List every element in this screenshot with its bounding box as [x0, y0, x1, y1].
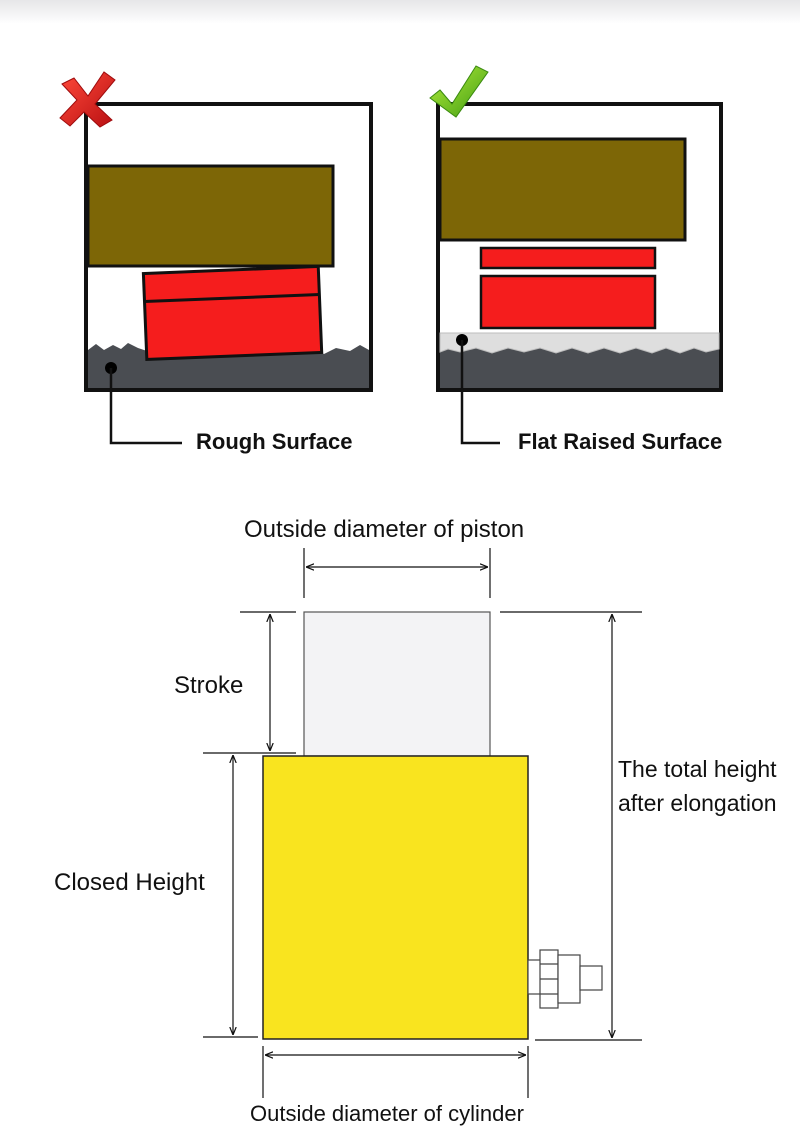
- piston-diameter-label: Outside diameter of piston: [244, 516, 525, 543]
- flat-raised-surface-label: Flat Raised Surface: [518, 429, 723, 454]
- jack-body: [479, 274, 657, 330]
- flat-load-block: [438, 137, 687, 242]
- cylinder-body: [262, 755, 529, 1040]
- tilted-jack: [141, 264, 324, 362]
- total-height-label-line1: The total height: [618, 756, 777, 782]
- rough-surface-panel: [59, 71, 373, 445]
- rough-surface-label: Rough Surface: [196, 429, 353, 454]
- closed-height-label: Closed Height: [54, 869, 205, 896]
- rough-load-block: [86, 164, 335, 268]
- piston: [303, 611, 491, 757]
- flat-ground: [440, 347, 719, 388]
- cross-mark-icon: [59, 71, 116, 128]
- top-shade: [0, 0, 800, 24]
- flat-pointer-line: [460, 340, 500, 445]
- cylinder-dimension-drawing: [203, 548, 642, 1098]
- rough-pointer-line: [109, 368, 182, 445]
- flat-surface-panel: [429, 65, 723, 445]
- check-mark-icon: [429, 65, 489, 118]
- stroke-label: Stroke: [174, 672, 244, 699]
- cylinder-diameter-label: Outside diameter of cylinder: [250, 1101, 524, 1126]
- total-height-label-line2: after elongation: [618, 790, 777, 816]
- jack-top-plate: [479, 246, 657, 270]
- port-fitting: [527, 949, 603, 1009]
- flat-raised-plate: [439, 332, 720, 354]
